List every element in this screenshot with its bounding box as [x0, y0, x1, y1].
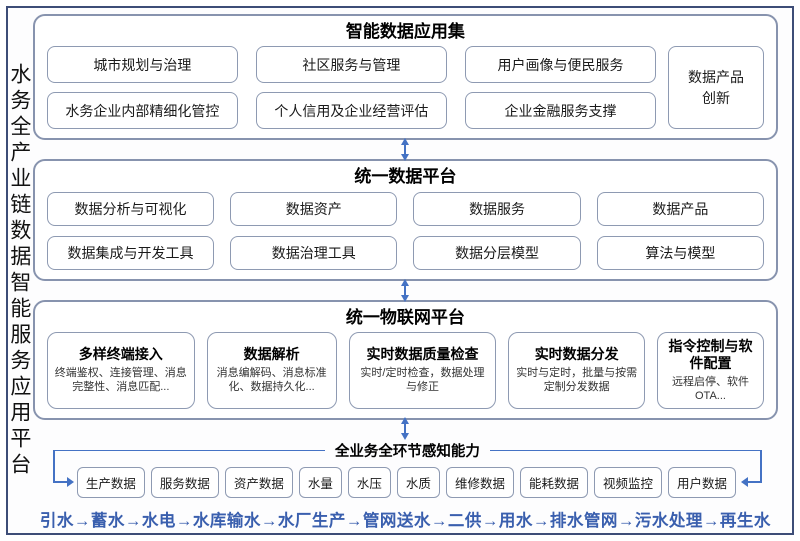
data-platform-item-box: 数据产品: [596, 191, 764, 226]
section-applications-body: 城市规划与治理 社区服务与管理 用户画像与便民服务 水务企业内部精细化管控 个人…: [46, 46, 764, 130]
data-platform-item-box: 数据服务: [413, 191, 581, 226]
iot-module-desc: 终端鉴权、连接管理、消息完整性、消息匹配...: [54, 367, 187, 394]
platform-side-title-column: 水务全产业链数据智能服务应用平台: [8, 8, 31, 533]
platform-vertical-title: 水务全产业链数据智能服务应用平台: [7, 62, 31, 479]
iot-module-name: 数据解析: [243, 346, 300, 363]
iot-module-box: 指令控制与软件配置 远程启停、软件OTA...: [656, 331, 765, 409]
section-applications: 智能数据应用集 城市规划与治理 社区服务与管理 用户画像与便民服务 水务企业内部…: [32, 14, 778, 141]
double-arrow-icon: [401, 417, 410, 441]
section-data-platform: 统一数据平台 数据分析与可视化 数据资产 数据服务 数据产品 数据集成与开发工具…: [32, 158, 778, 282]
perception-title: 全业务全环节感知能力: [334, 443, 480, 460]
perception-item-box: 水压: [347, 467, 391, 499]
app-item-box: 社区服务与管理: [255, 46, 447, 84]
bracket-line-left: [52, 449, 325, 451]
iot-module-name: 实时数据质量检查: [366, 346, 479, 363]
connector-gap: [33, 137, 778, 161]
bracket-arm-right: [748, 481, 760, 484]
perception-item-box: 服务数据: [150, 467, 219, 499]
applications-grid: 城市规划与治理 社区服务与管理 用户画像与便民服务 水务企业内部精细化管控 个人…: [46, 46, 656, 130]
perception-item-box: 水量: [298, 467, 342, 499]
perception-item-box: 生产数据: [76, 467, 145, 499]
iot-module-desc: 消息编解码、消息标准化、数据持久化...: [216, 367, 327, 394]
bracket-arm-left: [54, 481, 67, 484]
water-process-flow-text: 引水→蓄水→水电→水库输水→水厂生产→管网送水→二供→用水→排水管网→污水处理→…: [39, 512, 771, 531]
data-platform-item-box: 数据治理工具: [230, 235, 398, 271]
app-side-item-label: 数据产品创新: [688, 68, 744, 106]
data-platform-item-box: 数据分层模型: [413, 235, 581, 271]
data-platform-item-box: 数据集成与开发工具: [46, 235, 215, 271]
double-arrow-icon: [401, 137, 410, 161]
bracket-drop-right: [760, 450, 762, 484]
perception-item-box: 维修数据: [445, 467, 514, 499]
iot-module-box: 实时数据质量检查 实时/定时检查，数据处理与修正: [348, 331, 497, 409]
section-iot-platform-title: 统一物联网平台: [345, 307, 465, 327]
section-iot-platform: 统一物联网平台 多样终端接入 终端鉴权、连接管理、消息完整性、消息匹配... 数…: [32, 299, 778, 420]
data-platform-grid: 数据分析与可视化 数据资产 数据服务 数据产品 数据集成与开发工具 数据治理工具…: [46, 191, 764, 271]
app-item-box: 水务企业内部精细化管控: [46, 92, 238, 130]
perception-item-box: 水质: [396, 467, 440, 499]
app-side-item-box: 数据产品创新: [668, 46, 764, 130]
iot-module-box: 多样终端接入 终端鉴权、连接管理、消息完整性、消息匹配...: [46, 331, 195, 409]
iot-module-box: 数据解析 消息编解码、消息标准化、数据持久化...: [206, 331, 337, 409]
iot-module-name: 指令控制与软件配置: [668, 337, 753, 371]
connector-gap: [33, 278, 778, 302]
data-platform-item-box: 数据分析与可视化: [46, 191, 215, 226]
double-arrow-icon: [401, 278, 410, 302]
perception-boxes-row: 生产数据 服务数据 资产数据 水量 水压 水质 维修数据 能耗数据 视频监控 用…: [76, 467, 736, 499]
perception-item-box: 用户数据: [667, 467, 736, 499]
perception-item-box: 资产数据: [224, 467, 293, 499]
iot-module-name: 实时数据分发: [534, 346, 619, 363]
app-item-box: 企业金融服务支撑: [464, 92, 656, 130]
connector-gap: [33, 417, 778, 441]
iot-platform-body: 多样终端接入 终端鉴权、连接管理、消息完整性、消息匹配... 数据解析 消息编解…: [46, 331, 765, 409]
app-item-box: 城市规划与治理: [46, 46, 238, 84]
app-item-box: 个人信用及企业经营评估: [255, 92, 447, 130]
data-platform-item-box: 数据资产: [230, 191, 398, 226]
section-applications-title: 智能数据应用集: [345, 22, 465, 41]
iot-module-box: 实时数据分发 实时与定时，批量与按需定制分发数据: [508, 331, 645, 409]
section-perception: 全业务全环节感知能力 生产数据 服务数据 资产数据 水量 水压 水质 维修数据 …: [33, 440, 778, 499]
bracket-line-right: [489, 449, 762, 451]
data-platform-item-box: 算法与模型: [596, 235, 764, 271]
iot-module-desc: 远程启停、软件OTA...: [671, 375, 749, 402]
iot-module-desc: 实时/定时检查，数据处理与修正: [360, 367, 485, 394]
arrow-right-icon: [66, 477, 74, 488]
arrow-left-icon: [741, 477, 748, 488]
perception-item-box: 视频监控: [593, 467, 662, 499]
diagram-main-column: 智能数据应用集 城市规划与治理 社区服务与管理 用户画像与便民服务 水务企业内部…: [31, 8, 792, 533]
app-item-box: 用户画像与便民服务: [464, 46, 656, 84]
bracket-drop-left: [52, 450, 55, 484]
iot-module-name: 多样终端接入: [78, 346, 163, 363]
perception-title-row: 全业务全环节感知能力: [52, 440, 762, 460]
iot-module-desc: 实时与定时，批量与按需定制分发数据: [516, 367, 638, 394]
platform-frame: 水务全产业链数据智能服务应用平台 智能数据应用集 城市规划与治理 社区服务与管理…: [6, 6, 794, 535]
section-data-platform-title: 统一数据平台: [354, 166, 457, 186]
perception-item-box: 能耗数据: [519, 467, 588, 499]
